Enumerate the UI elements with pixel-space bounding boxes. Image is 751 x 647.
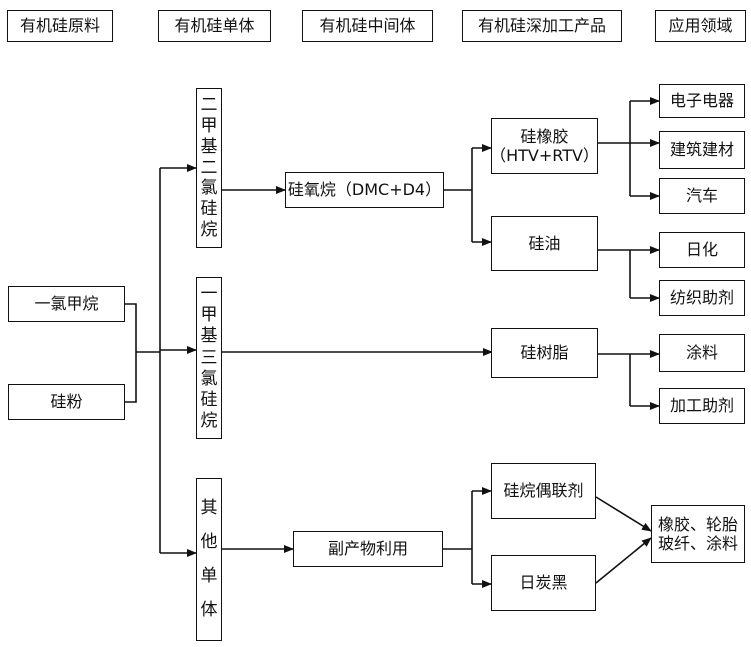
node-daily-chemical: 日化 <box>659 232 745 268</box>
rubber-tire-line1: 橡胶、轮胎 <box>657 514 738 534</box>
node-electronics: 电子电器 <box>659 84 745 118</box>
vertical-char: 单 <box>200 566 218 586</box>
vertical-char: 体 <box>200 600 218 620</box>
rubber-tire-line2: 玻纤、涂料 <box>657 534 738 553</box>
node-chloromethane: 一氯甲烷 <box>8 286 125 322</box>
node-processing-aid: 加工助剂 <box>659 388 745 424</box>
vertical-char: 基 <box>200 326 218 347</box>
node-silicone-resin: 硅树脂 <box>491 328 598 378</box>
silicone-rubber-sublabel: （HTV+RTV） <box>490 146 599 165</box>
node-silicone-rubber: 硅橡胶 （HTV+RTV） <box>490 118 599 174</box>
node-construction: 建筑建材 <box>659 131 745 169</box>
node-coating: 涂料 <box>659 334 745 372</box>
vertical-char: 基 <box>200 136 218 157</box>
vertical-char: 烷 <box>200 220 218 241</box>
node-automobile: 汽车 <box>659 178 745 214</box>
node-silane-coupling-agent: 硅烷偶联剂 <box>491 463 596 519</box>
node-silicone-oil: 硅油 <box>491 216 598 271</box>
header-monomer: 有机硅单体 <box>158 10 271 42</box>
header-raw-material: 有机硅原料 <box>7 10 113 42</box>
vertical-char: 氯 <box>200 178 218 199</box>
node-dimethyl-dichlorosilane: 二甲基二氯硅烷 <box>196 88 222 248</box>
vertical-char: 氯 <box>200 368 218 389</box>
connector-line <box>125 303 137 403</box>
vertical-char: 烷 <box>200 410 218 431</box>
vertical-char: 甲 <box>200 115 218 136</box>
node-byproduct-utilization: 副产物利用 <box>293 531 443 567</box>
silicone-rubber-label: 硅橡胶 <box>520 126 569 146</box>
arrow <box>595 537 652 584</box>
vertical-char: 硅 <box>200 389 218 410</box>
node-siloxane: 硅氧烷（DMC+D4） <box>285 172 444 208</box>
vertical-char: 其 <box>200 498 218 518</box>
node-other-monomers: 其他单体 <box>196 478 222 641</box>
vertical-char: 三 <box>200 347 218 368</box>
node-methyl-trichlorosilane: 一甲基三氯硅烷 <box>196 277 222 439</box>
node-white-carbon-black: 日炭黑 <box>491 555 596 611</box>
node-silicon-powder: 硅粉 <box>8 384 125 420</box>
vertical-char: 他 <box>200 532 218 552</box>
node-rubber-tire: 橡胶、轮胎 玻纤、涂料 <box>651 505 745 563</box>
arrow <box>595 496 652 532</box>
vertical-char: 硅 <box>200 199 218 220</box>
node-textile-aid: 纺织助剂 <box>659 280 745 316</box>
header-intermediate: 有机硅中间体 <box>302 10 433 42</box>
vertical-char: 一 <box>200 284 218 305</box>
header-applications: 应用领域 <box>655 10 746 42</box>
header-deep-products: 有机硅深加工产品 <box>462 10 622 42</box>
vertical-char: 甲 <box>200 305 218 326</box>
vertical-char: 二 <box>200 157 218 178</box>
vertical-char: 二 <box>200 94 218 115</box>
